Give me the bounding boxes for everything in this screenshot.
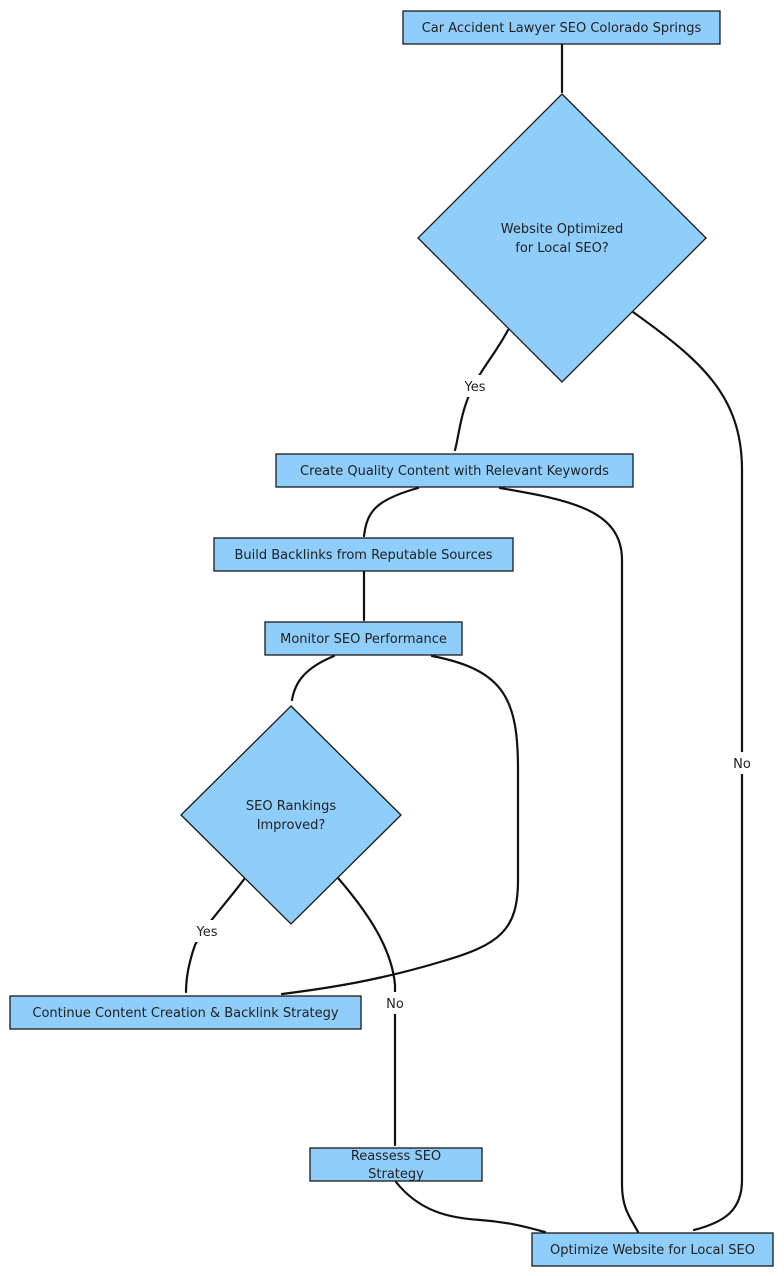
edge-monitor-to-continue bbox=[280, 654, 520, 996]
node-content-label: Create Quality Content with Relevant Key… bbox=[300, 464, 609, 479]
node-reassess-label-line2: Strategy bbox=[368, 1167, 424, 1182]
edges bbox=[184, 42, 744, 1234]
edge-label-rankings-yes: Yes bbox=[196, 925, 218, 940]
edge-decision-optimized-no-to-optimize bbox=[631, 310, 744, 1232]
edge-label-rankings-no: No bbox=[386, 997, 404, 1012]
node-content: Create Quality Content with Relevant Key… bbox=[275, 453, 634, 488]
edge-label-optimized-yes: Yes bbox=[464, 380, 486, 395]
node-backlinks-label: Build Backlinks from Reputable Sources bbox=[234, 548, 492, 563]
node-monitor: Monitor SEO Performance bbox=[264, 621, 463, 656]
edge-content-to-optimize bbox=[498, 486, 640, 1234]
node-decision-optimized-label-line1: Website Optimized bbox=[501, 222, 624, 237]
edge-decision-rankings-no-to-reassess bbox=[336, 876, 397, 1147]
node-continue: Continue Content Creation & Backlink Str… bbox=[9, 995, 362, 1030]
edge-label-optimized-no: No bbox=[733, 757, 751, 772]
node-decision-rankings-label-line2: Improved? bbox=[257, 818, 326, 833]
node-start: Car Accident Lawyer SEO Colorado Springs bbox=[402, 10, 721, 45]
node-decision-rankings: SEO Rankings Improved? bbox=[180, 705, 402, 925]
edge-decision-optimized-yes-to-content bbox=[453, 328, 510, 452]
node-optimize: Optimize Website for Local SEO bbox=[531, 1232, 774, 1267]
node-backlinks: Build Backlinks from Reputable Sources bbox=[213, 537, 514, 572]
edge-labels: Yes No Yes No bbox=[190, 375, 756, 1014]
node-decision-optimized-label-line2: for Local SEO? bbox=[515, 241, 608, 256]
edge-reassess-to-optimize bbox=[394, 1180, 547, 1234]
node-decision-rankings-label-line1: SEO Rankings bbox=[246, 799, 336, 814]
edge-monitor-to-decision-rankings bbox=[290, 654, 336, 702]
edge-content-to-backlinks bbox=[362, 486, 420, 538]
node-decision-optimized: Website Optimized for Local SEO? bbox=[417, 93, 707, 383]
node-optimize-label: Optimize Website for Local SEO bbox=[550, 1243, 755, 1258]
node-reassess-label-line1: Reassess SEO bbox=[351, 1149, 441, 1164]
edge-decision-rankings-yes-to-continue bbox=[184, 876, 247, 994]
node-reassess: Reassess SEO Strategy bbox=[309, 1147, 483, 1182]
node-monitor-label: Monitor SEO Performance bbox=[280, 632, 447, 647]
node-continue-label: Continue Content Creation & Backlink Str… bbox=[32, 1006, 339, 1021]
node-start-label: Car Accident Lawyer SEO Colorado Springs bbox=[422, 21, 702, 36]
